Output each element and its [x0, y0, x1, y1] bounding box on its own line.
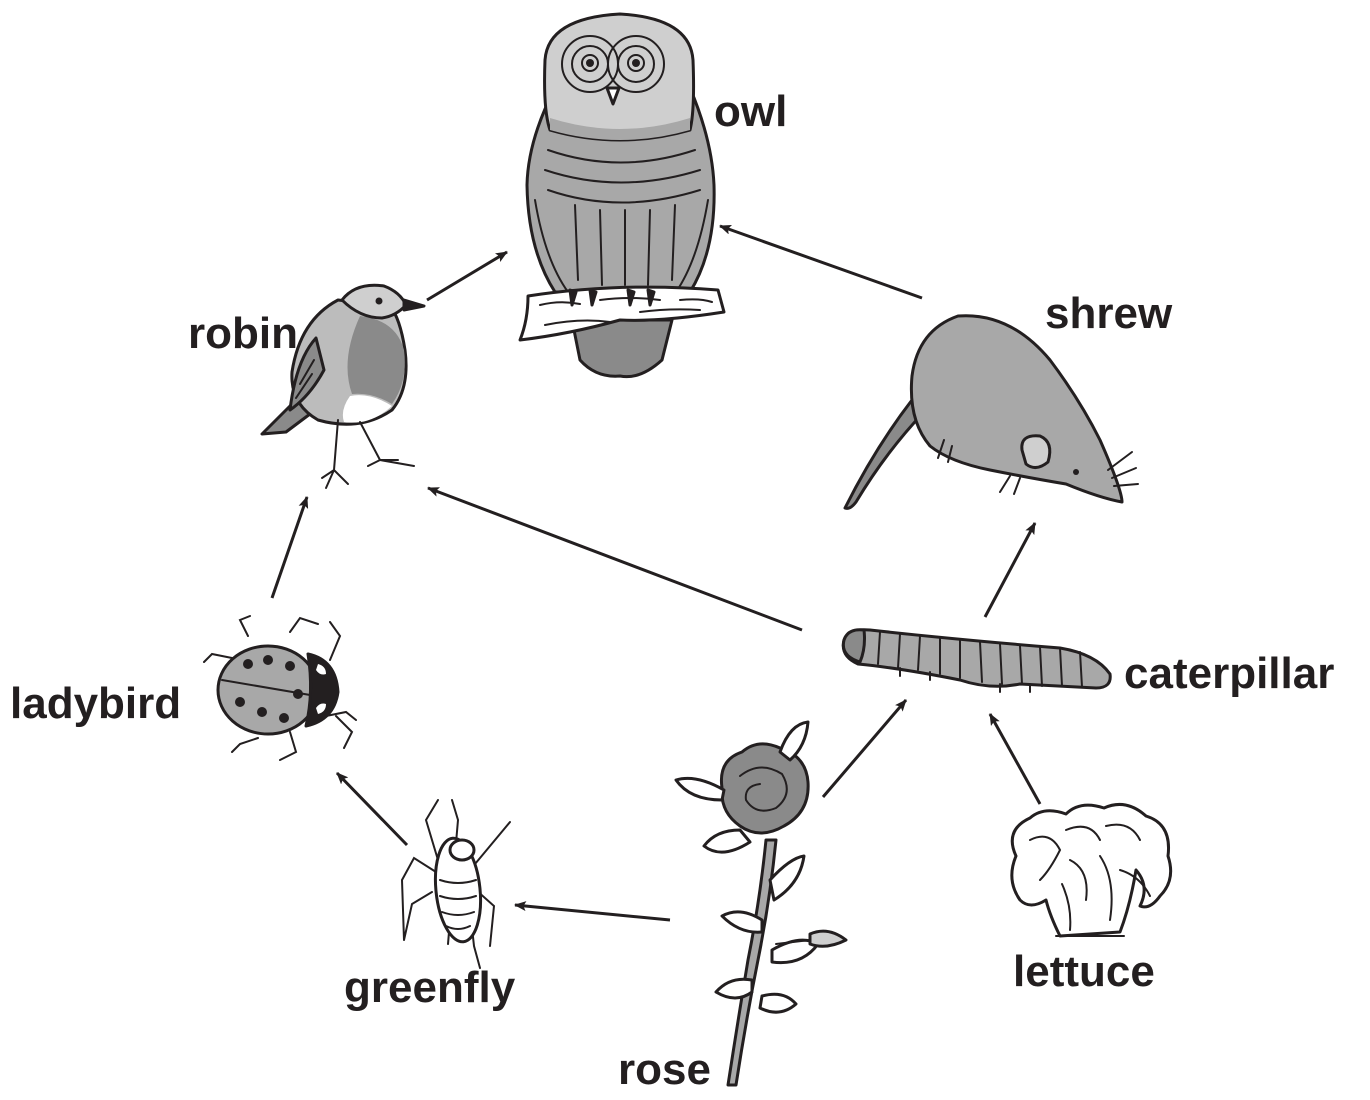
ladybird-label: ladybird: [10, 679, 181, 728]
rose-label: rose: [618, 1045, 711, 1094]
lettuce-illustration: [1012, 804, 1171, 936]
arrow-rose-to-greenfly: [515, 905, 670, 920]
ladybird-illustration: [204, 616, 356, 760]
caterpillar-illustration: [843, 630, 1110, 692]
owl-illustration: [520, 14, 724, 377]
greenfly-illustration: [402, 800, 510, 968]
arrow-shrew-to-owl: [720, 226, 922, 298]
caterpillar-label: caterpillar: [1124, 649, 1334, 698]
arrow-robin-to-owl: [427, 252, 507, 300]
arrow-ladybird-to-robin: [272, 497, 307, 598]
greenfly-label: greenfly: [344, 963, 516, 1012]
owl-label: owl: [714, 87, 787, 136]
shrew-illustration: [845, 316, 1138, 509]
arrow-lettuce-to-caterpillar: [990, 714, 1040, 804]
rose-illustration: [676, 722, 846, 1085]
robin-label: robin: [188, 309, 298, 358]
arrow-caterpillar-to-shrew: [985, 523, 1035, 617]
lettuce-label: lettuce: [1013, 947, 1155, 996]
arrow-greenfly-to-ladybird: [337, 773, 407, 845]
arrow-caterpillar-to-robin: [428, 488, 802, 630]
shrew-label: shrew: [1045, 289, 1173, 338]
arrow-rose-to-caterpillar: [823, 700, 906, 797]
